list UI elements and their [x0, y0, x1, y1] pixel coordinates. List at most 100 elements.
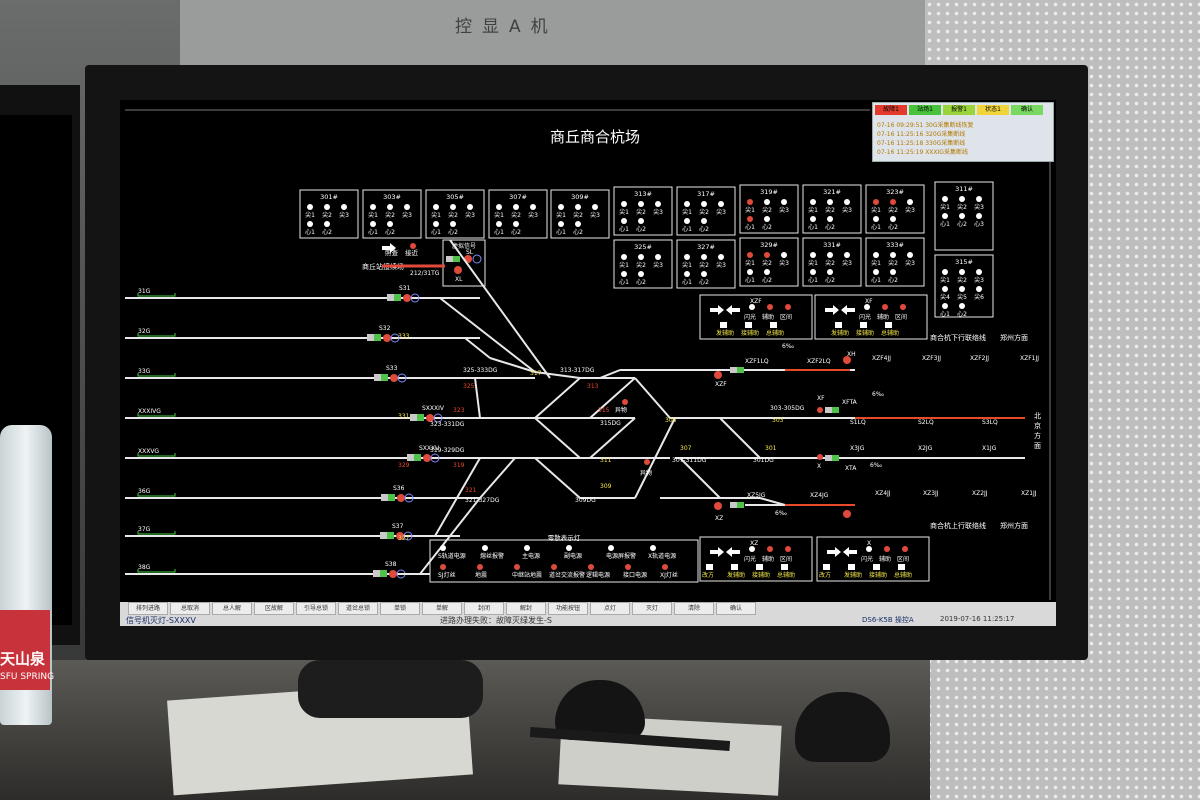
menu-button[interactable]: 解封	[506, 602, 546, 615]
switch-lamp-label: 尖1	[808, 259, 818, 267]
legend-label: SJ灯丝	[438, 571, 456, 579]
aux-button[interactable]	[731, 564, 738, 570]
menu-button[interactable]: 总取消	[170, 602, 210, 615]
switch-lamp-label: 心1	[808, 224, 818, 231]
throat-segment	[464, 337, 491, 359]
aux-lamp	[884, 546, 890, 552]
aux-button[interactable]	[860, 322, 867, 328]
legend-label: X轨道电源	[648, 552, 676, 560]
menu-button[interactable]: 单解	[422, 602, 462, 615]
switch-lamp	[873, 269, 879, 275]
aux-panel	[699, 294, 813, 340]
aux-button[interactable]	[781, 564, 788, 570]
menu-button[interactable]: 灭灯	[632, 602, 672, 615]
track-name: XXXIVG	[138, 408, 161, 415]
menu-button[interactable]: 引导总锁	[296, 602, 336, 615]
aux-button[interactable]	[720, 322, 727, 328]
switch-lamp-label: 尖3	[842, 206, 852, 214]
menu-button[interactable]: 封闭	[464, 602, 504, 615]
legend-lamp	[524, 545, 530, 551]
aux-button[interactable]	[885, 322, 892, 328]
menu-button[interactable]: 功能按钮	[548, 602, 588, 615]
menu-button[interactable]: 点灯	[590, 602, 630, 615]
switch-lamp	[976, 269, 982, 275]
switch-lamp	[810, 269, 816, 275]
switch-box-title: 301#	[320, 193, 338, 201]
switch-lamp	[718, 201, 724, 207]
aux-button[interactable]	[848, 564, 855, 570]
alarm-button[interactable]: 站场1	[909, 105, 941, 115]
switch-number: 327	[398, 535, 410, 542]
menu-button[interactable]: 清除	[674, 602, 714, 615]
switch-lamp	[575, 221, 581, 227]
menu-button[interactable]: 区故解	[254, 602, 294, 615]
signal-lamp	[843, 356, 851, 364]
track-occupancy-bar	[137, 333, 176, 337]
aux-lamp	[749, 546, 755, 552]
switch-number: 325	[463, 383, 475, 390]
signal-name: S37	[392, 523, 404, 530]
switch-lamp	[592, 204, 598, 210]
signal-name: S32	[379, 325, 391, 332]
bj-dir-char: 京	[1034, 421, 1041, 430]
switch-lamp	[467, 204, 473, 210]
switch-lamp-label: 尖2	[511, 211, 521, 219]
switch-lamp-label: 尖1	[619, 208, 629, 216]
switch-lamp	[959, 303, 965, 309]
approach-indicator	[410, 243, 416, 249]
switch-lamp	[764, 216, 770, 222]
menu-button[interactable]: 排列进路	[128, 602, 168, 615]
direction-arrow-icon	[843, 547, 857, 557]
legend-lamp	[625, 564, 631, 570]
aux-button[interactable]	[706, 564, 713, 570]
aux-button[interactable]	[770, 322, 777, 328]
aux-label: 区间	[895, 313, 907, 321]
switch-lamp	[387, 204, 393, 210]
switch-lamp-label: 心2	[762, 224, 772, 231]
signal-label-s2lq: S2LQ	[918, 419, 934, 426]
aux-button[interactable]	[823, 564, 830, 570]
switch-lamp-label: 心1	[619, 279, 629, 286]
alarm-button[interactable]: 报警1	[943, 105, 975, 115]
signal-lamp	[390, 333, 400, 343]
switch-lamp-label: 尖3	[465, 211, 475, 219]
menu-button[interactable]: 确认	[716, 602, 756, 615]
switch-lamp	[701, 254, 707, 260]
aux-button[interactable]	[898, 564, 905, 570]
aux-button[interactable]	[835, 322, 842, 328]
menu-button[interactable]: 单锁	[380, 602, 420, 615]
aux-button-label: 发辅助	[844, 571, 862, 579]
switch-lamp	[890, 252, 896, 258]
alarm-button[interactable]: 状态1	[977, 105, 1009, 115]
alarm-button[interactable]: 故障1	[875, 105, 907, 115]
legend-lamp	[566, 545, 572, 551]
signal-lamp	[472, 254, 482, 264]
signal-label-yiwu2: 异物	[640, 469, 652, 477]
switch-lamp-label: 心1	[431, 229, 441, 236]
aux-button[interactable]	[756, 564, 763, 570]
switch-lamp-label: 尖1	[745, 206, 755, 214]
aux-lamp	[785, 304, 791, 310]
menu-button[interactable]: 道岔总锁	[338, 602, 378, 615]
switch-lamp-label: 心1	[682, 279, 692, 286]
switch-lamp-label: 尖2	[888, 206, 898, 214]
aux-button-label: 接辅助	[741, 329, 759, 337]
aux-button[interactable]	[873, 564, 880, 570]
aux-button-label: 总辅助	[881, 329, 899, 337]
signal-name: S31	[399, 285, 411, 292]
switch-lamp-label: 心2	[699, 279, 709, 286]
alarm-button[interactable]: 确认	[1011, 105, 1043, 115]
switch-lamp	[450, 221, 456, 227]
signal-lamp	[410, 293, 420, 303]
throat-segment	[634, 377, 671, 419]
switch-lamp-label: 尖1	[682, 208, 692, 216]
aux-button[interactable]	[745, 322, 752, 328]
switch-lamp	[942, 286, 948, 292]
signal-lamp	[417, 414, 424, 421]
station-title: 商丘商合杭场	[550, 128, 640, 146]
switch-box-title: 319#	[760, 188, 778, 196]
switch-box-307	[488, 189, 548, 239]
menu-button[interactable]: 总人解	[212, 602, 252, 615]
